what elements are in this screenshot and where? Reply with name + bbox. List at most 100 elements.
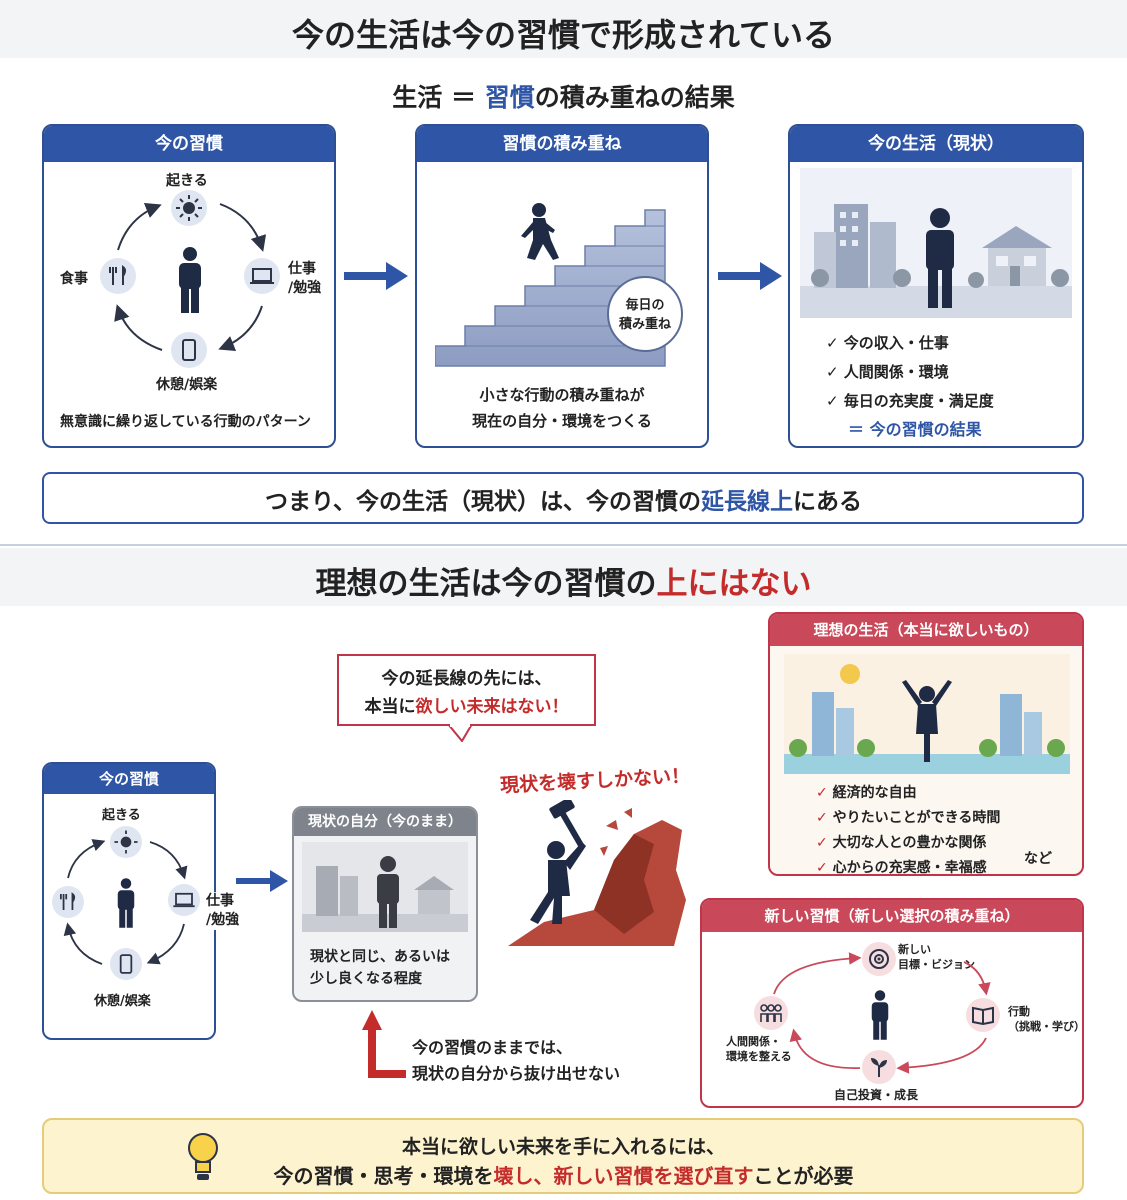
- status-scene: [302, 842, 468, 932]
- summary-highlight: 延長線上: [701, 489, 794, 515]
- new-action-label: 行動 （挑戦・学び）: [1008, 1005, 1084, 1033]
- summary-text: つまり、今の生活（現状）は、今の習慣の延長線上にある: [0, 482, 1127, 516]
- card-header: 新しい習慣（新しい選択の積み重ね）: [702, 900, 1082, 932]
- bubble-highlight: 欲しい未来はない！: [415, 697, 569, 717]
- check-item: ✓ 今の収入・仕事: [826, 334, 949, 352]
- check-text: 人間関係・環境: [843, 363, 949, 381]
- ideal-etc: など: [1024, 851, 1052, 867]
- card2-caption-1: 小さな行動の積み重ねが: [479, 386, 645, 404]
- bottom-title-pre: 理想の生活は今の習慣の: [315, 566, 657, 602]
- check-text: 大切な人との豊かな関係: [832, 835, 987, 851]
- status-caption-1: 現状と同じ、あるいは: [310, 949, 450, 965]
- daily-badge-text: 毎日の 積み重ね: [618, 298, 671, 332]
- subtitle-highlight: 習慣: [484, 83, 535, 112]
- person-icon: [114, 876, 138, 934]
- check-text: やりたいことができる時間: [832, 810, 1001, 826]
- break-status-text: 現状を壊すしかない！: [499, 765, 691, 797]
- current-life-card: 今の生活（現状） ✓ 今の収入・仕事 ✓ 人間関係・環境 ✓ 毎日の充実度・満足…: [788, 124, 1084, 448]
- laptop-icon: [168, 884, 200, 916]
- cycle-label-work: 仕事 /勉強: [288, 261, 322, 296]
- bottom-habits-card: 今の習慣 起きる 休憩/娯楽: [42, 762, 216, 1040]
- new-relation-label: 人間関係・ 環境を整える: [726, 1035, 792, 1063]
- stuck-text-1: 今の習慣のままでは、: [412, 1038, 573, 1057]
- footer-mid: 、: [533, 1164, 554, 1188]
- status-quo-card: 現状の自分（今のまま） 現状と同じ、あるいは 少し良くなる程度: [292, 806, 478, 1002]
- card-header: 今の習慣: [44, 126, 334, 162]
- people-icon: [754, 996, 788, 1030]
- footer-line-2: 今の習慣・思考・環境を壊し、新しい習慣を選び直すことが必要: [0, 1160, 1127, 1189]
- staircase-icon: [435, 203, 666, 367]
- bottom-title-band: [0, 548, 1127, 606]
- bottom-title: 理想の生活は今の習慣の上にはない: [0, 558, 1127, 603]
- check-item: ✓ 心からの充実感・幸福感: [816, 860, 987, 876]
- summary-post: にある: [793, 489, 863, 515]
- book-icon: [966, 998, 1000, 1032]
- phone-icon: [110, 948, 142, 980]
- section-divider: [0, 544, 1127, 546]
- daily-badge: [607, 276, 683, 352]
- check-list: ✓ 今の収入・仕事 ✓ 人間関係・環境 ✓ 毎日の充実度・満足度: [826, 332, 994, 411]
- utensils-icon: [100, 258, 136, 294]
- flow-arrow-1: [344, 262, 408, 290]
- check-item: ✓ 毎日の充実度・満足度: [826, 392, 994, 410]
- phone-icon: [171, 332, 207, 368]
- sun-icon: [110, 826, 142, 858]
- city-scene: [800, 168, 1072, 318]
- bottom-title-highlight: 上にはない: [656, 566, 812, 602]
- habit-stacking-card: 習慣の積み重ね 毎日の 積み重ね 小さな行動の積み重ねが 現在の自分・環境をつく…: [415, 124, 709, 448]
- footer-highlight-1: 壊し: [493, 1164, 534, 1188]
- card1-caption: 無意識に繰り返している行動のパターン: [60, 414, 311, 430]
- flow-arrow-3: [236, 870, 288, 892]
- check-text: 毎日の充実度・満足度: [843, 392, 994, 410]
- new-cycle-arrows: [773, 952, 991, 1074]
- check-text: 今の収入・仕事: [843, 334, 949, 352]
- ideal-scene: [784, 654, 1070, 774]
- top-title-band: [0, 0, 1127, 58]
- hammer-breaking-icon: [508, 800, 686, 946]
- check-item: ✓ 大切な人との豊かな関係: [816, 835, 987, 851]
- check-item: ✓ やりたいことができる時間: [816, 810, 1001, 826]
- cycle-label-meal: 食事: [60, 271, 88, 287]
- subtitle-pre: 生活 ＝: [392, 83, 485, 112]
- new-habits-card: 新しい習慣（新しい選択の積み重ね） 新しい 目標・ビジョン 行動 （挑戦・学び）…: [700, 898, 1084, 1108]
- ideal-life-card: 理想の生活（本当に欲しいもの） ✓ 経済的な自由 ✓ やりたいことができる時間 …: [768, 612, 1084, 876]
- footer-line-1: 本当に欲しい未来を手に入れるには、: [401, 1136, 725, 1158]
- red-up-arrow: [362, 1010, 406, 1078]
- target-icon: [862, 942, 896, 976]
- laptop-icon: [244, 258, 280, 294]
- bubble-line-2: 本当に欲しい未来はない！: [337, 692, 596, 717]
- subtitle-post: の積み重ねの結果: [534, 83, 735, 112]
- utensils-icon: [52, 886, 84, 918]
- card-header: 習慣の積み重ね: [417, 126, 707, 162]
- bottom-cycle-label-work: 仕事 /勉強: [206, 892, 240, 930]
- person-icon: [174, 246, 206, 318]
- top-subtitle: 生活 ＝ 習慣の積み重ねの結果: [0, 78, 1127, 114]
- card-header: 今の生活（現状）: [790, 126, 1082, 162]
- cycle-arrows: [63, 839, 188, 965]
- card-header: 理想の生活（本当に欲しいもの）: [770, 614, 1082, 646]
- speech-bubble: [337, 654, 596, 726]
- bubble-tail: [448, 724, 472, 742]
- person-icon: [868, 988, 892, 1046]
- top-title: 今の生活は今の習慣で形成されている: [291, 16, 836, 54]
- result-text: ＝ 今の習慣の結果: [848, 420, 982, 439]
- check-text: 経済的な自由: [832, 785, 917, 801]
- cycle-label-wake: 起きる: [102, 808, 141, 823]
- cycle-label-wake: 起きる: [166, 173, 208, 189]
- flow-arrow-2: [718, 262, 782, 290]
- lightbulb-icon: [188, 1133, 218, 1180]
- card-header: 今の習慣: [44, 764, 214, 794]
- check-item: ✓ 経済的な自由: [816, 785, 917, 801]
- card-header: 現状の自分（今のまま）: [294, 808, 476, 836]
- check-item: ✓ 人間関係・環境: [826, 363, 949, 381]
- check-text: 心からの充実感・幸福感: [832, 860, 987, 876]
- summary-pre: つまり、今の生活（現状）は、今の習慣の: [264, 489, 702, 515]
- sun-icon: [171, 190, 207, 226]
- ideal-check-list: ✓ 経済的な自由 ✓ やりたいことができる時間 ✓ 大切な人との豊かな関係 ✓ …: [816, 782, 1001, 876]
- footer-post: ことが必要: [753, 1164, 854, 1188]
- bubble-line-1: 今の延長線の先には、: [381, 669, 552, 689]
- bubble-pre: 本当に: [364, 697, 416, 717]
- footer-pre: 今の習慣・思考・環境を: [273, 1164, 494, 1188]
- status-caption-2: 少し良くなる程度: [310, 971, 422, 987]
- footer-highlight-2: 新しい習慣を選び直す: [553, 1164, 754, 1188]
